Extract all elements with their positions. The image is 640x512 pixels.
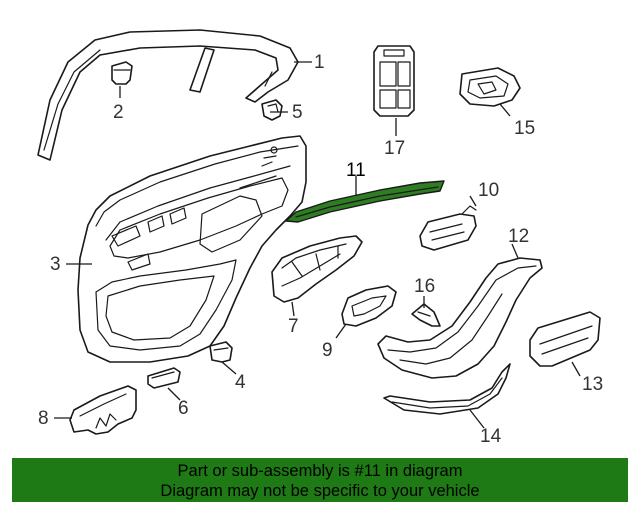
part-2-clip[interactable]: [111, 61, 133, 85]
callout-17: 17: [384, 138, 405, 159]
callout-6: 6: [178, 398, 189, 419]
banner-line-1: Part or sub-assembly is #11 in diagram: [177, 462, 463, 480]
part-8-bracket[interactable]: [69, 385, 137, 435]
callout-4: 4: [235, 372, 246, 393]
part-17-window-switch[interactable]: [373, 45, 415, 117]
callout-1: 1: [314, 52, 325, 73]
part-16-clip[interactable]: [411, 303, 441, 327]
parts-diagram: 1 2 3 4 5 6 7 8 9 10 11 12 13 14 15 16 1…: [37, 29, 603, 447]
callout-16: 16: [414, 276, 435, 297]
part-12-armrest[interactable]: [377, 257, 543, 379]
callout-15: 15: [514, 118, 535, 139]
banner-line-2: Diagram may not be specific to your vehi…: [160, 482, 480, 500]
callout-11: 11: [346, 160, 366, 181]
callout-labels: 1 2 3 4 5 6 7 8 9 10 11 12 13 14 15 16 1…: [38, 52, 603, 447]
part-4-clip[interactable]: [209, 341, 233, 363]
part-14-lower-strip[interactable]: [383, 363, 511, 415]
info-banner: Part or sub-assembly is #11 in diagram D…: [12, 458, 628, 502]
part-9-inner-handle[interactable]: [341, 285, 397, 327]
callout-14: 14: [480, 426, 502, 447]
part-10-switch-housing[interactable]: [419, 205, 477, 251]
part-15-seat-switch[interactable]: [459, 67, 521, 107]
callout-7: 7: [288, 316, 299, 337]
callout-3: 3: [50, 254, 61, 275]
part-7-handle-bracket[interactable]: [271, 235, 363, 303]
part-13-cover[interactable]: [529, 311, 601, 367]
callout-5: 5: [292, 102, 303, 123]
part-6-cover[interactable]: [147, 367, 181, 389]
callout-10: 10: [478, 180, 499, 201]
callout-13: 13: [582, 374, 603, 395]
leader-lines: [54, 61, 581, 429]
part-1-window-frame-trim[interactable]: [37, 29, 299, 161]
callout-12: 12: [508, 226, 529, 247]
callout-8: 8: [38, 408, 49, 429]
part-3-door-trim-panel[interactable]: [77, 135, 307, 363]
callout-2: 2: [113, 102, 124, 123]
part-5-clip[interactable]: [261, 99, 283, 121]
callout-9: 9: [322, 340, 333, 361]
part-11-weatherstrip-highlighted[interactable]: [285, 180, 445, 223]
